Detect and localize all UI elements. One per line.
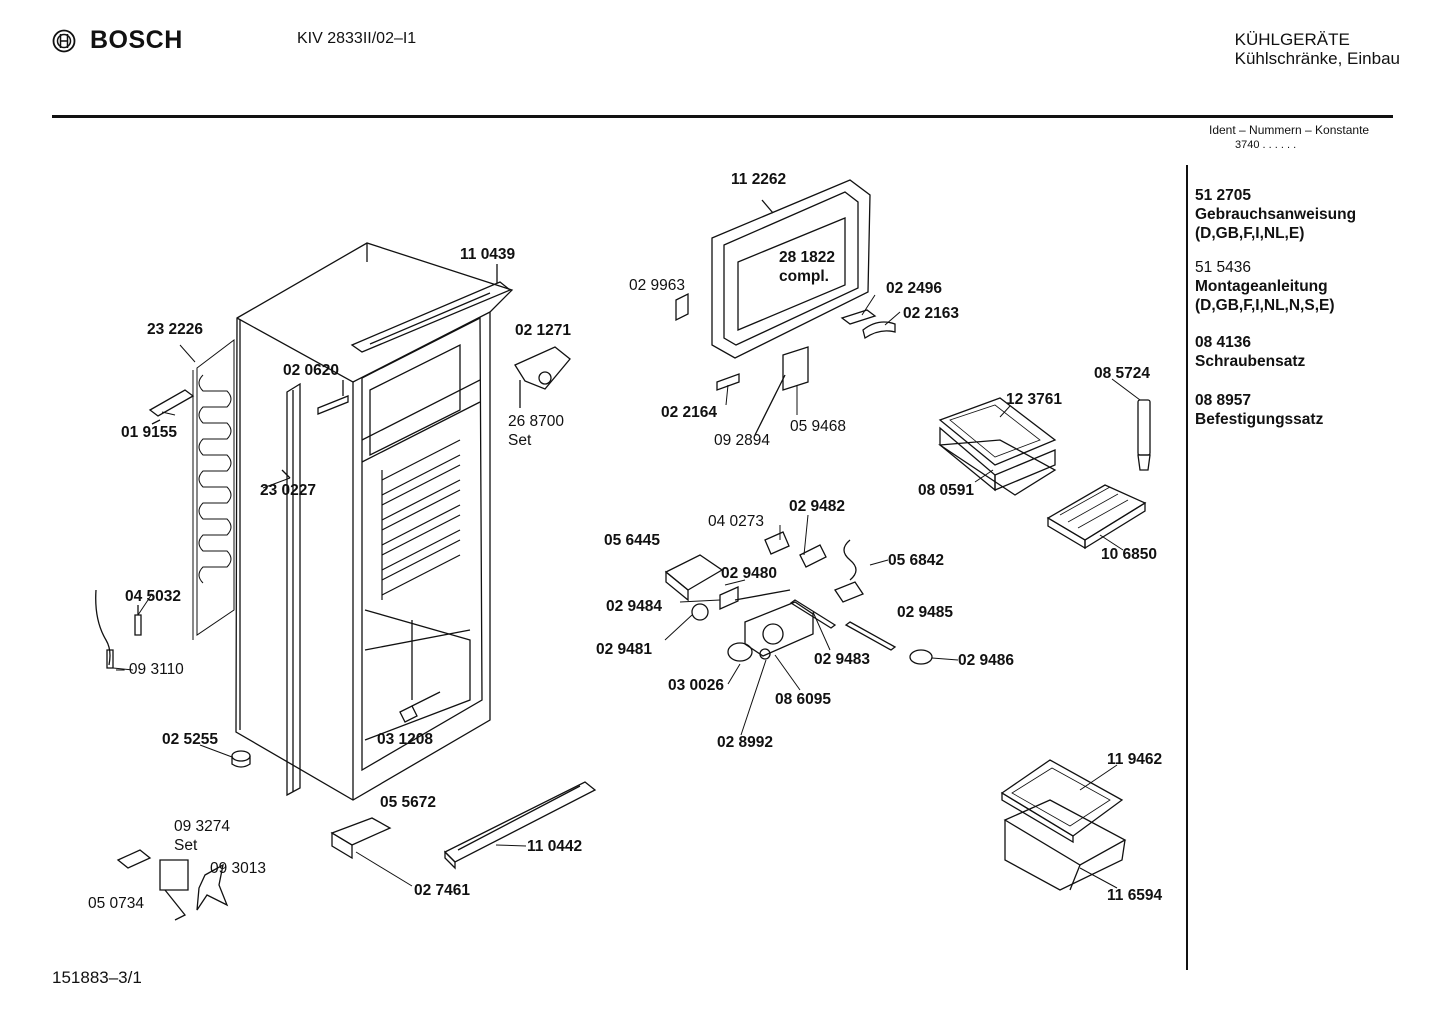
ice-scraper-part: [1138, 400, 1150, 470]
part-label: 05 6842: [888, 552, 945, 569]
part-label: 08 5724: [1094, 365, 1151, 382]
part-label: 04 0273: [708, 513, 765, 530]
part-label: 05 0734: [88, 895, 145, 912]
header-divider: [52, 115, 1393, 118]
condenser-coil-part: [180, 340, 234, 640]
part-label: 02 9485: [897, 604, 954, 621]
document-number: 51 2705: [1195, 187, 1252, 204]
thermostat-assembly-part: [666, 532, 932, 664]
part-label: 05 6445: [604, 532, 661, 549]
category-title: KÜHLGERÄTE: [1234, 30, 1350, 49]
gasket-strip-part: [282, 384, 300, 795]
document-item: 51 5436 Montageanleitung (D,GB,F,I,NL,N,…: [1195, 258, 1335, 315]
bracket-part: [150, 390, 193, 424]
part-label: 08 6095: [775, 691, 832, 708]
part-label: 05 9468: [790, 418, 847, 435]
drawing-number: 151883–3/1: [52, 968, 142, 987]
ident-label: Ident – Nummern – Konstante: [1209, 123, 1370, 137]
document-item: 08 4136 Schraubensatz: [1195, 333, 1305, 371]
part-label: – 09 3110: [116, 661, 184, 678]
door-part: [712, 180, 870, 358]
part-label: 02 2164: [661, 404, 718, 421]
part-label: 26 8700: [508, 413, 565, 430]
part-label: 28 1822: [779, 249, 836, 266]
document-title: Befestigungssatz: [1195, 411, 1324, 428]
part-label: 02 5255: [162, 731, 219, 748]
leader-lines: [113, 295, 1140, 888]
sidebar-divider: [1186, 165, 1188, 970]
document-number: 08 4136: [1195, 334, 1252, 351]
category-block: KÜHLGERÄTE Kühlschränke, Einbau: [1235, 30, 1400, 68]
top-rail-part: [352, 264, 510, 352]
part-label: 10 6850: [1101, 546, 1158, 563]
part-label: 01 9155: [121, 424, 178, 441]
part-label: 08 0591: [918, 482, 975, 499]
storage-tray-part: [1002, 760, 1122, 842]
foot-part: [232, 751, 250, 767]
hinge-plate-part: [318, 380, 348, 414]
part-label: 11 2262: [731, 171, 787, 188]
document-number: 51 5436: [1195, 259, 1252, 276]
part-label: 03 0026: [668, 677, 725, 694]
cabinet-body: [236, 243, 512, 800]
part-label: 02 9484: [606, 598, 663, 615]
part-label: 02 0620: [283, 362, 340, 379]
document-item: 08 8957 Befestigungssatz: [1195, 391, 1323, 429]
document-title: Schraubensatz: [1195, 353, 1306, 370]
part-label: 02 1271: [515, 322, 572, 339]
brand-header: BOSCH: [52, 26, 183, 55]
brand-name: BOSCH: [90, 26, 183, 54]
part-label: 11 0439: [460, 246, 516, 263]
part-label: 05 5672: [380, 794, 437, 811]
document-languages: (D,GB,F,I,NL,E): [1195, 225, 1305, 242]
ice-tray-part: [1048, 485, 1145, 548]
document-item: 51 2705 Gebrauchsanweisung (D,GB,F,I,NL,…: [1195, 186, 1356, 243]
part-label: 02 9480: [721, 565, 778, 582]
mounting-bracket-part: [332, 818, 390, 858]
part-label: Set: [174, 837, 198, 854]
part-label: 09 3274: [174, 818, 231, 835]
part-label: 09 3013: [210, 860, 267, 877]
part-label: 02 2163: [903, 305, 960, 322]
part-label: 02 9482: [789, 498, 846, 515]
fan-motor-part: [118, 850, 227, 920]
document-languages: (D,GB,F,I,NL,N,S,E): [1195, 297, 1335, 314]
bottom-rail-part: [445, 782, 595, 868]
crisper-bin-part: [1005, 800, 1125, 890]
part-label: 11 0442: [527, 838, 583, 855]
part-label: Set: [508, 432, 532, 449]
document-number: 08 8957: [1195, 392, 1252, 409]
document-title: Gebrauchsanweisung: [1195, 206, 1357, 223]
part-label: 23 0227: [260, 482, 317, 499]
bosch-logo-icon: [52, 29, 76, 52]
ice-box-part: [940, 398, 1055, 495]
part-label: 04 5032: [125, 588, 182, 605]
part-label: 23 2226: [147, 321, 204, 338]
part-label: 02 7461: [414, 882, 471, 899]
part-label: 02 9483: [814, 651, 871, 668]
part-label: 02 9486: [958, 652, 1015, 669]
part-label: 02 2496: [886, 280, 943, 297]
screw-part: [400, 692, 440, 722]
part-label: 02 8992: [717, 734, 774, 751]
document-title: Montageanleitung: [1195, 278, 1328, 295]
hinge-part: [515, 347, 570, 408]
part-label: 11 9462: [1107, 751, 1163, 768]
model-number: KIV 2833II/02–I1: [297, 30, 417, 47]
part-label: 12 3761: [1006, 391, 1063, 408]
part-label: compl.: [779, 268, 829, 285]
part-label: 11 6594: [1107, 887, 1163, 904]
exploded-view-drawing: [0, 0, 1180, 1019]
part-label: 02 9963: [629, 277, 686, 294]
door-hardware-part: [676, 294, 895, 435]
category-subtitle: Kühlschränke, Einbau: [1234, 49, 1400, 68]
part-label: 02 9481: [596, 641, 653, 658]
ident-value: 3740 . . . . . .: [1235, 139, 1297, 151]
part-label: 09 2894: [714, 432, 771, 449]
part-label: 03 1208: [377, 731, 434, 748]
